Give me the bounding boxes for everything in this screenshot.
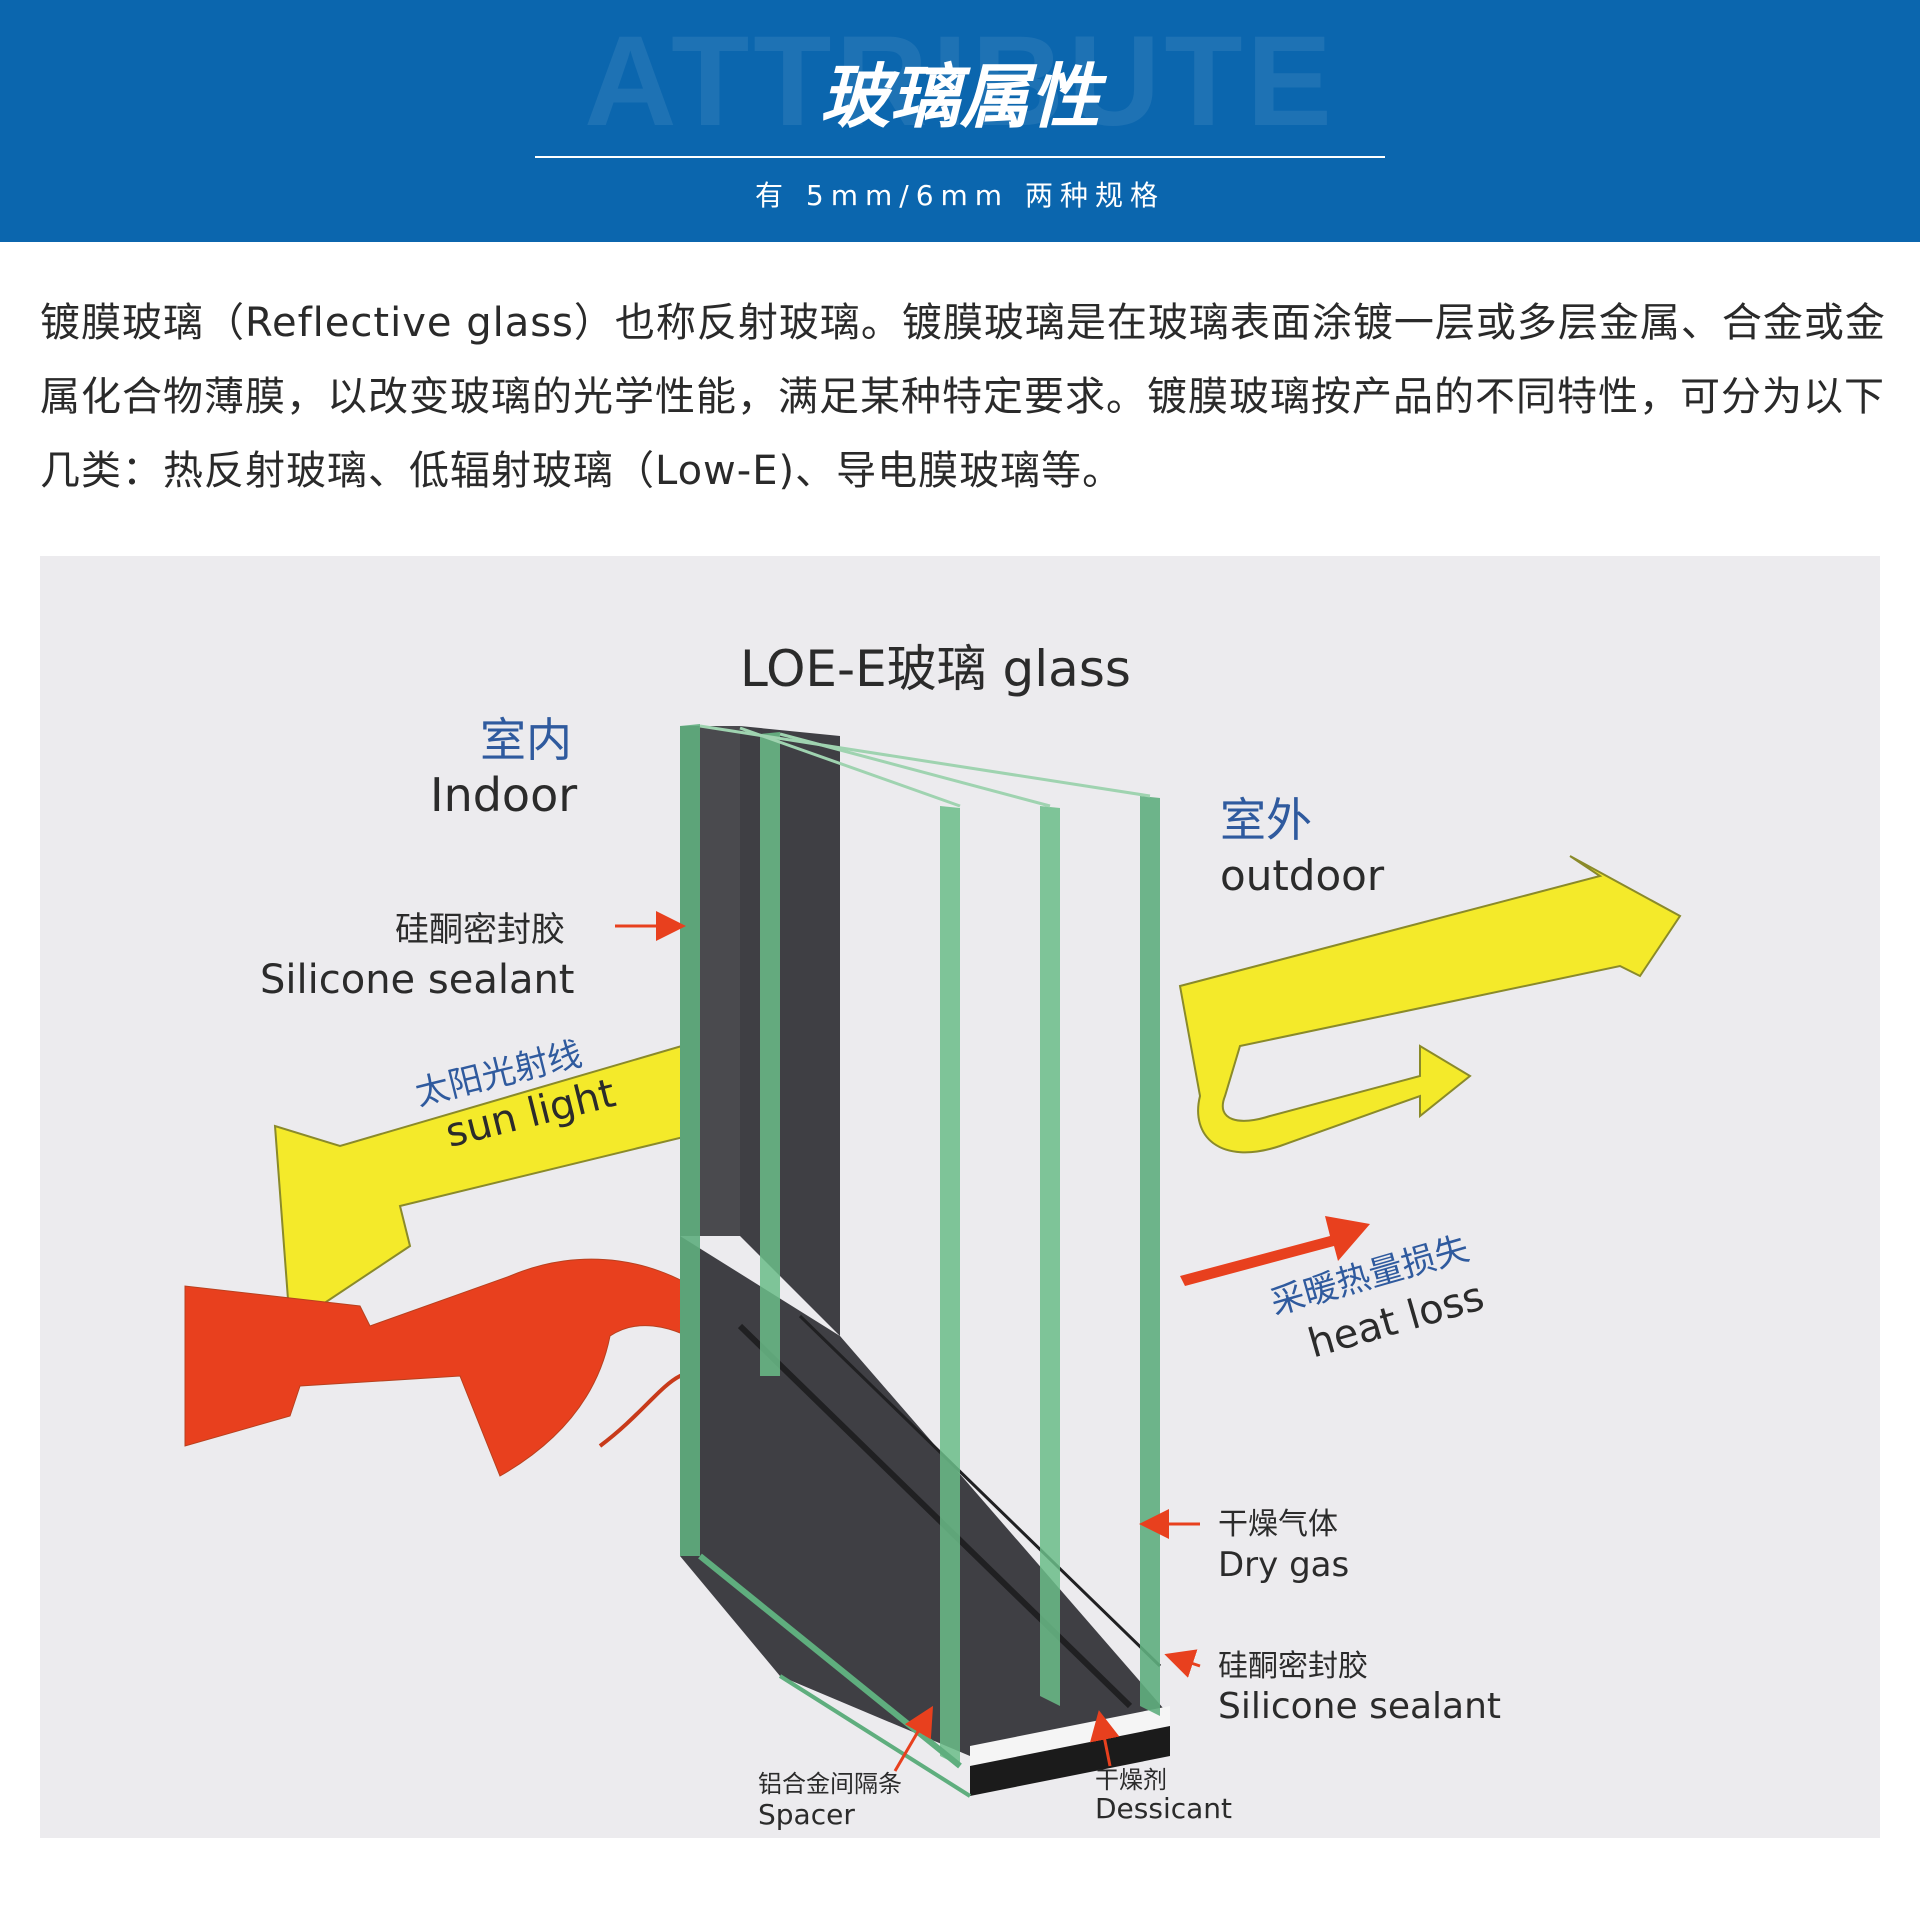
sealant-left-en: Silicone sealant	[260, 957, 575, 1003]
glass-unit	[680, 724, 1170, 1798]
diagram-title: LOE-E玻璃 glass	[740, 640, 1131, 698]
outdoor-label-en: outdoor	[1220, 851, 1385, 900]
header-title: 玻璃属性	[820, 56, 1100, 138]
desiccant-label-cn: 干燥剂	[1095, 1766, 1167, 1794]
glass-diagram: LOE-E玻璃 glass 室内 Indoor 室外 outdoor 硅酮密封胶…	[40, 556, 1880, 1838]
spacer-label-cn: 铝合金间隔条	[758, 1770, 902, 1798]
indoor-label-en: Indoor	[430, 768, 577, 822]
glass-pane-4	[1140, 796, 1160, 1716]
desiccant-label-en: Dessicant	[1095, 1792, 1232, 1825]
sealant-left-cn: 硅酮密封胶	[395, 910, 565, 950]
outdoor-sun-arrow	[1178, 855, 1682, 1154]
header-divider	[535, 156, 1385, 158]
sealant-right-en: Silicone sealant	[1218, 1686, 1501, 1727]
intro-paragraph: 镀膜玻璃（Reflective glass）也称反射玻璃。镀膜玻璃是在玻璃表面涂…	[40, 300, 1886, 494]
header-watermark: ATTRIBUTE	[584, 10, 1336, 153]
dry-gas-label-cn: 干燥气体	[1218, 1507, 1338, 1542]
glass-pane-1	[680, 724, 700, 1556]
heat-loss-arrow	[1180, 1216, 1370, 1286]
header-subtitle: 有 5mm/6mm 两种规格	[755, 179, 1165, 212]
heat-arrow-left	[184, 1258, 721, 1477]
spacer-label-en: Spacer	[758, 1798, 855, 1831]
glass-diagram-svg: LOE-E玻璃 glass 室内 Indoor 室外 outdoor 硅酮密封胶…	[184, 640, 1682, 1831]
sealant-right-cn: 硅酮密封胶	[1218, 1649, 1368, 1684]
glass-pane-2	[760, 732, 780, 1376]
indoor-label-cn: 室内	[480, 713, 572, 767]
header-banner: ATTRIBUTE 玻璃属性 有 5mm/6mm 两种规格	[0, 0, 1920, 242]
glass-pane-3	[940, 806, 960, 1766]
outdoor-label-cn: 室外	[1220, 793, 1312, 847]
dry-gas-label-en: Dry gas	[1218, 1545, 1349, 1585]
